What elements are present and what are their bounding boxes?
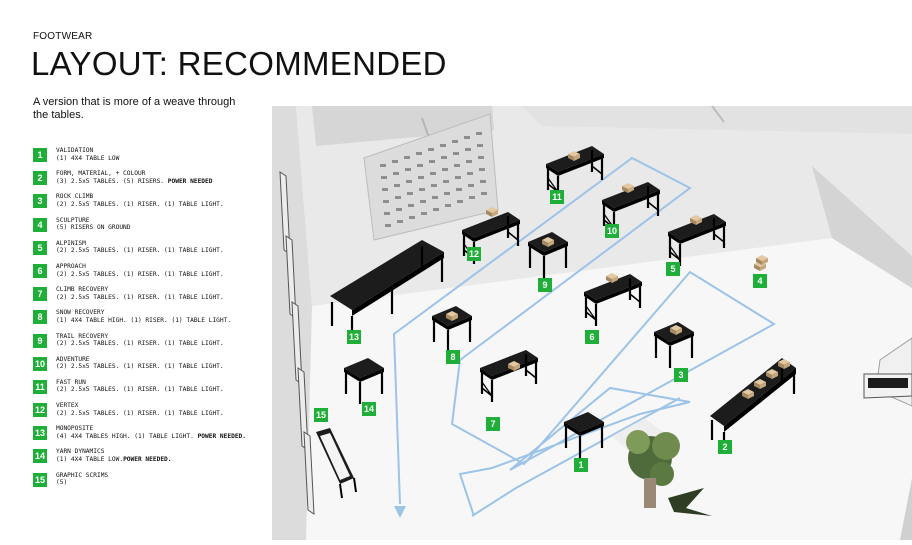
marker-14: 14 <box>362 402 376 416</box>
legend-number-badge: 6 <box>33 263 47 278</box>
floor-plan-svg <box>272 105 912 540</box>
legend-item: 7 CLIMB RECOVERY(2) 2.5x5 TABLES. (1) RIS… <box>33 286 273 309</box>
legend-number-badge: 13 <box>33 426 47 441</box>
legend-item: 15 GRAPHIC SCRIMS(5) <box>33 472 273 495</box>
legend-number-badge: 2 <box>33 171 47 186</box>
legend-number-badge: 7 <box>33 287 47 302</box>
legend-item-detail: (5) <box>56 479 68 487</box>
legend-item-detail: (2) 2.5x5 TABLES. (1) RISER. (1) TABLE L… <box>56 386 224 394</box>
legend-item-note: POWER NEEDED. <box>123 456 172 464</box>
legend-item: 6 APPROACH(2) 2.5x5 TABLES. (1) RISER. (1… <box>33 263 273 286</box>
legend-item-detail: (3) 2.5x5 TABLES. (5) RISERS. <box>56 177 165 185</box>
marker-13: 13 <box>347 330 361 344</box>
legend-item-name: MONOPOSITE <box>56 425 94 433</box>
marker-10: 10 <box>605 224 619 238</box>
legend-item-name: CLIMB RECOVERY <box>56 286 109 294</box>
legend-item-detail: (1) 4X4 TABLE LOW. <box>56 456 124 464</box>
legend-item: 12 VERTEX(2) 2.5x5 TABLES. (1) RISER. (1)… <box>33 402 273 425</box>
perforated-wall-panel <box>363 113 499 241</box>
legend-item-name: FORM, MATERIAL, + COLOUR <box>56 170 146 178</box>
legend-number-badge: 1 <box>33 148 47 162</box>
description: A version that is more of a weave throug… <box>33 96 236 121</box>
legend-number-badge: 3 <box>33 194 47 209</box>
legend-number-badge: 5 <box>33 240 47 255</box>
legend-number-badge: 15 <box>33 472 47 487</box>
right-wall-edge <box>812 166 912 288</box>
eyebrow: FOOTWEAR <box>33 31 93 42</box>
legend-number-badge: 10 <box>33 356 47 371</box>
legend-item-detail: (5) RISERS ON GROUND <box>56 224 131 232</box>
legend-item-note: POWER NEEDED. <box>197 432 247 440</box>
legend-number-badge: 9 <box>33 333 47 348</box>
legend-item-name: ADVENTURE <box>56 355 90 363</box>
legend-item-note: POWER NEEDED <box>167 177 213 185</box>
legend-item-detail: (1) 4X4 TABLE LOW <box>56 154 120 162</box>
legend-number-badge: 8 <box>33 310 47 325</box>
legend-item-name: VERTEX <box>56 402 79 410</box>
marker-11: 11 <box>550 190 564 204</box>
marker-8: 8 <box>446 350 460 364</box>
legend-item-name: GRAPHIC SCRIMS <box>56 471 109 479</box>
legend: 1 VALIDATION(1) 4X4 TABLE LOW 2 FORM, MATE… <box>33 147 273 495</box>
cart-15 <box>316 428 357 499</box>
floor-plan-render: 1 2 3 4 5 6 7 8 9 10 11 12 13 14 15 <box>272 105 912 540</box>
legend-item-name: YARN DYNAMICS <box>56 448 105 456</box>
legend-item-detail: (1) 4X4 TABLE HIGH. (1) RISER. (1) TABLE… <box>56 316 232 324</box>
legend-item: 10 ADVENTURE(2) 2.5x5 TABLES. (1) RISER. … <box>33 356 273 379</box>
legend-number-badge: 4 <box>33 217 47 232</box>
path-arrow-head <box>394 506 406 518</box>
legend-item-detail: (2) 2.5x5 TABLES. (1) RISER. (1) TABLE L… <box>56 409 224 417</box>
legend-item-detail: (4) 4X4 TABLES HIGH. (1) TABLE LIGHT. <box>56 432 194 440</box>
marker-12: 12 <box>467 247 481 261</box>
legend-item: 5 ALPINISM(2) 2.5x5 TABLES. (1) RISER. (1… <box>33 240 273 263</box>
legend-item-name: FAST RUN <box>56 378 86 386</box>
legend-item: 8 SNOW RECOVERY(1) 4X4 TABLE HIGH. (1) RI… <box>33 309 273 332</box>
marker-4: 4 <box>753 274 767 288</box>
legend-item-name: APPROACH <box>56 262 86 270</box>
legend-item-name: ALPINISM <box>56 239 86 247</box>
marker-15: 15 <box>314 408 328 422</box>
legend-item: 2 FORM, MATERIAL, + COLOUR(3) 2.5x5 TABLE… <box>33 170 273 193</box>
legend-item: 11 FAST RUN(2) 2.5x5 TABLES. (1) RISER. (… <box>33 379 273 402</box>
legend-item-detail: (2) 2.5x5 TABLES. (1) RISER. (1) TABLE L… <box>56 200 224 208</box>
legend-number-badge: 11 <box>33 379 47 394</box>
graphic-scrims <box>279 171 315 515</box>
legend-item-name: SNOW RECOVERY <box>56 309 105 317</box>
legend-item-detail: (2) 2.5x5 TABLES. (1) RISER. (1) TABLE L… <box>56 270 224 278</box>
marker-2: 2 <box>718 440 732 454</box>
back-wall-panel <box>312 106 494 146</box>
legend-item-detail: (2) 2.5x5 TABLES. (1) RISER. (1) TABLE L… <box>56 340 224 348</box>
legend-item: 9 TRAIL RECOVERY(2) 2.5x5 TABLES. (1) RIS… <box>33 333 273 356</box>
legend-number-badge: 14 <box>33 449 47 464</box>
marker-5: 5 <box>666 262 680 276</box>
legend-item-name: SCULPTURE <box>56 216 90 224</box>
table-13 <box>330 240 444 340</box>
marker-7: 7 <box>486 417 500 431</box>
ceiling-beam <box>522 106 912 134</box>
marker-1: 1 <box>574 458 588 472</box>
legend-item-detail: (2) 2.5x5 TABLES. (1) RISER. (1) TABLE L… <box>56 247 224 255</box>
marker-3: 3 <box>674 368 688 382</box>
legend-item: 4 SCULPTURE(5) RISERS ON GROUND <box>33 217 273 240</box>
legend-item-detail: (2) 2.5x5 TABLES. (1) RISER. (1) TABLE L… <box>56 293 224 301</box>
legend-item-detail: (2) 2.5x5 TABLES. (1) RISER. (1) TABLE L… <box>56 363 224 371</box>
plant <box>612 418 712 516</box>
legend-item: 14 YARN DYNAMICS(1) 4X4 TABLE LOW.POWER N… <box>33 448 273 471</box>
marker-6: 6 <box>585 330 599 344</box>
page-title: LAYOUT: RECOMMENDED <box>31 45 447 82</box>
marker-9: 9 <box>538 278 552 292</box>
shoe-rack <box>863 373 912 399</box>
legend-item-name: ROCK CLIMB <box>56 193 94 201</box>
legend-item: 13 MONOPOSITE(4) 4X4 TABLES HIGH. (1) TAB… <box>33 425 273 448</box>
legend-item: 3 ROCK CLIMB(2) 2.5x5 TABLES. (1) RISER. … <box>33 193 273 216</box>
legend-item: 1 VALIDATION(1) 4X4 TABLE LOW <box>33 147 273 170</box>
legend-item-name: TRAIL RECOVERY <box>56 332 109 340</box>
legend-number-badge: 12 <box>33 403 47 418</box>
legend-item-name: VALIDATION <box>56 147 94 154</box>
